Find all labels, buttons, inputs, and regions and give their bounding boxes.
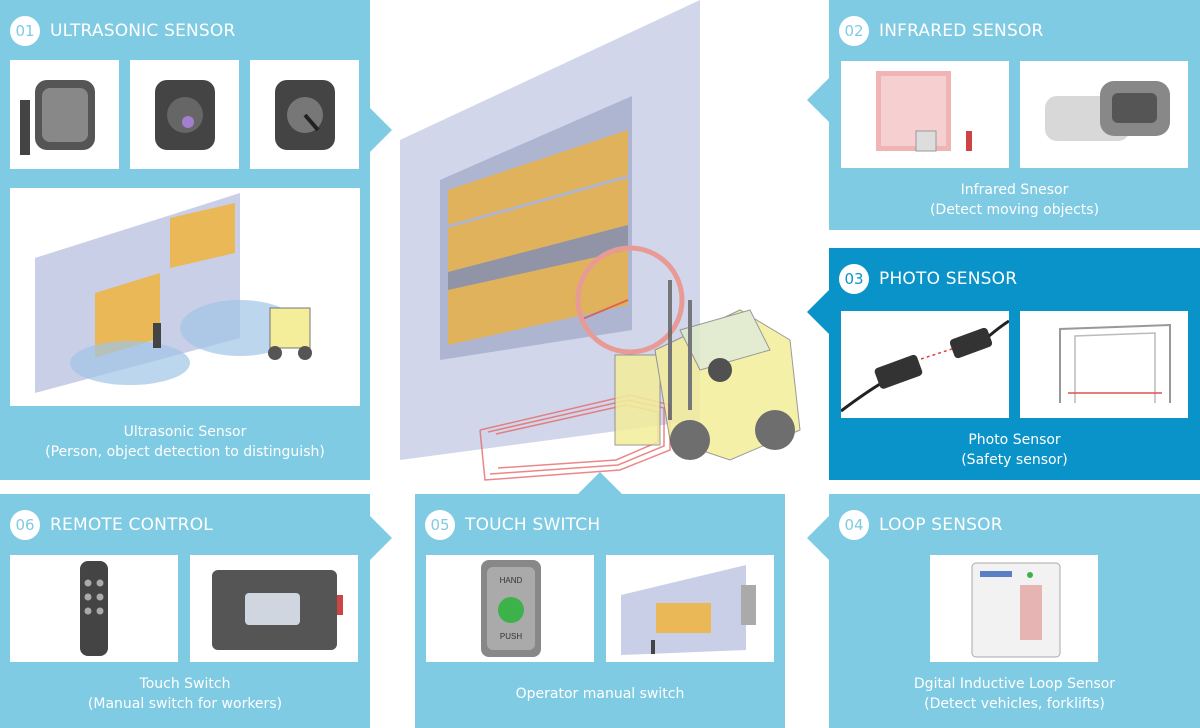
ultrasonic-sensor-image-3 [250, 60, 359, 169]
touch-switch-door-illustration [606, 555, 774, 662]
caption-line-2: (Detect vehicles, forklifts) [924, 696, 1105, 712]
caption-line-2: (Detect moving objects) [929, 202, 1100, 218]
caption-line-2: (Person, object detection to distinguish… [45, 444, 325, 460]
push-button-photo: HAND PUSH [426, 555, 594, 662]
panel-touch-switch: 05 TOUCH SWITCH HAND PUSH Operator manua… [415, 494, 785, 728]
panel-title-text: TOUCH SWITCH [465, 515, 601, 535]
ultrasonic-sensor-image-2 [130, 60, 239, 169]
panel-title-ultrasonic: 01 ULTRASONIC SENSOR [10, 16, 236, 46]
center-illustration [370, 0, 830, 485]
arrow-left-photo [807, 290, 829, 334]
arrow-right-remote [370, 516, 392, 560]
panel-number: 06 [10, 510, 40, 540]
ultrasonic-sensor-image-1 [10, 60, 119, 169]
panel-number: 04 [839, 510, 869, 540]
remote-handset-photo [10, 555, 178, 662]
panel-title-text: INFRARED SENSOR [879, 21, 1044, 41]
arrow-left-loop [807, 516, 829, 560]
loop-sensor-photo [930, 555, 1098, 662]
panel-title-text: PHOTO SENSOR [879, 269, 1018, 289]
caption-line-1: Operator manual switch [515, 686, 685, 702]
panel-title-text: LOOP SENSOR [879, 515, 1003, 535]
panel-number: 01 [10, 16, 40, 46]
panel-infrared-sensor: 02 INFRARED SENSOR Infrared Snesor (Dete… [829, 0, 1200, 230]
panel-number: 05 [425, 510, 455, 540]
caption-infrared: Infrared Snesor (Detect moving objects) [829, 180, 1200, 220]
push-button-bottom-label: PUSH [500, 632, 522, 641]
caption-line-1: Ultrasonic Sensor [123, 424, 247, 440]
photo-sensor-door-diagram [1020, 311, 1188, 418]
arrow-left-infrared [807, 78, 829, 122]
caption-photo: Photo Sensor (Safety sensor) [829, 430, 1200, 470]
caption-line-2: (Manual switch for workers) [87, 696, 283, 712]
panel-ultrasonic-sensor: 01 ULTRASONIC SENSOR Ultrasonic Sensor (… [0, 0, 370, 480]
panel-title-touch: 05 TOUCH SWITCH [425, 510, 600, 540]
caption-loop: Dgital Inductive Loop Sensor (Detect veh… [829, 674, 1200, 714]
infrared-door-illustration [841, 61, 1009, 168]
panel-number: 02 [839, 16, 869, 46]
caption-line-1: Infrared Snesor [960, 182, 1069, 198]
panel-title-text: REMOTE CONTROL [50, 515, 213, 535]
caption-line-1: Touch Switch [139, 676, 231, 692]
caption-line-2: (Safety sensor) [961, 452, 1068, 468]
infrared-sensor-photo [1020, 61, 1188, 168]
panel-title-remote: 06 REMOTE CONTROL [10, 510, 213, 540]
panel-remote-control: 06 REMOTE CONTROL Touch Switch (Manual s… [0, 494, 370, 728]
caption-ultrasonic: Ultrasonic Sensor (Person, object detect… [0, 422, 370, 462]
caption-remote: Touch Switch (Manual switch for workers) [0, 674, 370, 714]
panel-title-infrared: 02 INFRARED SENSOR [839, 16, 1044, 46]
panel-loop-sensor: 04 LOOP SENSOR Dgital Inductive Loop Sen… [829, 494, 1200, 728]
panel-photo-sensor: 03 PHOTO SENSOR Photo Sensor (Safety sen… [829, 248, 1200, 480]
panel-title-text: ULTRASONIC SENSOR [50, 21, 236, 41]
remote-receiver-photo [190, 555, 358, 662]
arrow-up-touch [578, 472, 622, 494]
door-forklift-illustration [400, 0, 801, 481]
panel-title-photo: 03 PHOTO SENSOR [839, 264, 1017, 294]
panel-title-loop: 04 LOOP SENSOR [839, 510, 1003, 540]
caption-touch: Operator manual switch [415, 684, 785, 704]
caption-line-1: Photo Sensor [968, 432, 1061, 448]
photo-sensor-photo [841, 311, 1009, 418]
push-button-top-label: HAND [500, 576, 523, 585]
ultrasonic-detection-illustration [10, 188, 360, 406]
panel-number: 03 [839, 264, 869, 294]
caption-line-1: Dgital Inductive Loop Sensor [913, 676, 1116, 692]
arrow-right-ultrasonic [370, 108, 392, 152]
